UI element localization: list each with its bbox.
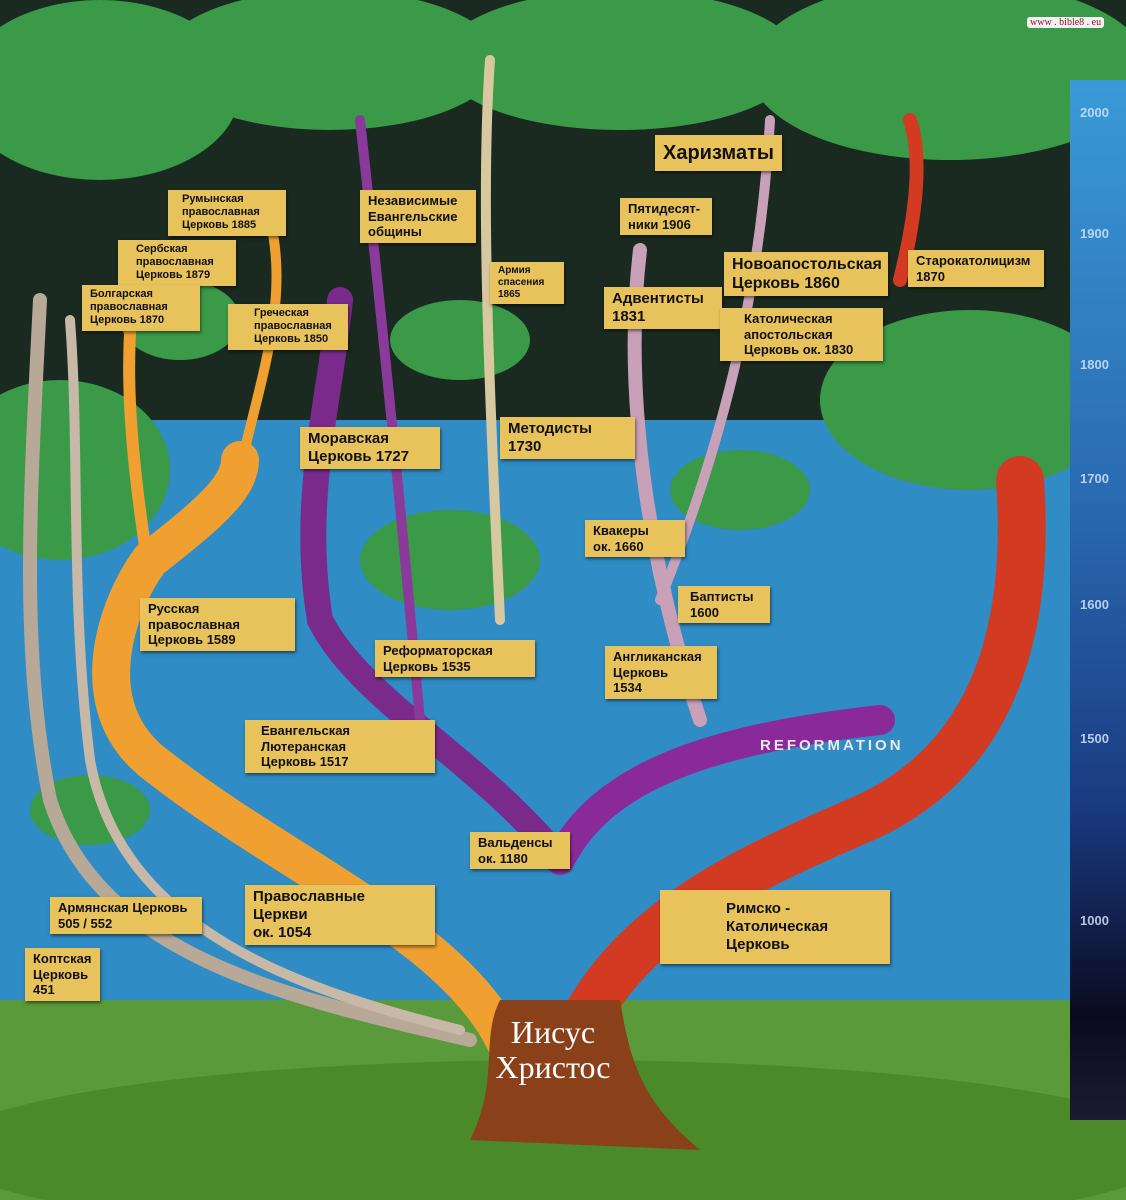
- label-methodists: Методисты 1730: [500, 417, 635, 459]
- year-1500: 1500: [1080, 731, 1109, 746]
- year-1700: 1700: [1080, 471, 1109, 486]
- label-romanian-orthodox: Румынская православная Церковь 1885: [168, 190, 286, 236]
- timeline-scale: [1070, 80, 1126, 1120]
- label-baptists: Баптисты 1600: [678, 586, 770, 624]
- label-adventists: Адвентисты 1831: [604, 287, 722, 329]
- label-greek-orthodox: Греческая православная Церковь 1850: [228, 304, 348, 350]
- label-orthodox-churches: Православные Церкви ок. 1054: [245, 885, 435, 945]
- year-1800: 1800: [1080, 357, 1109, 372]
- year-1900: 1900: [1080, 226, 1109, 241]
- label-armenian: Армянская Церковь 505 / 552: [50, 897, 202, 935]
- label-new-apostolic: Новоапостольская Церковь 1860: [724, 252, 888, 297]
- watermark: www . bible8 . eu: [1027, 17, 1105, 28]
- label-coptic: Коптская Церковь 451: [25, 948, 100, 1001]
- label-russian-orthodox: Русская православная Церковь 1589: [140, 598, 295, 651]
- label-catholic-apostolic: Католическая апостольская Церковь ок. 18…: [720, 308, 883, 361]
- label-pentecostals: Пятидесят- ники 1906: [620, 198, 712, 236]
- label-roman-catholic: Римско - Католическая Церковь: [660, 890, 890, 964]
- label-independent-evangelical: Независимые Евангельские общины: [360, 190, 476, 243]
- label-moravian: Моравская Церковь 1727: [300, 427, 440, 469]
- label-anglican: Англиканская Церковь 1534: [605, 646, 717, 699]
- label-lutheran: Евангельская Лютеранская Церковь 1517: [245, 720, 435, 773]
- label-quakers: Квакеры ок. 1660: [585, 520, 685, 558]
- root-label-jesus-christ: Иисус Христос: [495, 1014, 611, 1086]
- label-serbian-orthodox: Сербская православная Церковь 1879: [118, 240, 236, 286]
- label-bulgarian-orthodox: Болгарская православная Церковь 1870: [82, 285, 200, 331]
- year-1600: 1600: [1080, 597, 1109, 612]
- label-old-catholic: Старокатолицизм 1870: [908, 250, 1044, 288]
- label-reformed: Реформаторская Церковь 1535: [375, 640, 535, 678]
- label-salvation-army: Армия спасения 1865: [490, 262, 564, 304]
- label-charismatics: Харизматы: [655, 135, 782, 171]
- year-1000: 1000: [1080, 913, 1109, 928]
- label-waldensians: Вальденсы ок. 1180: [470, 832, 570, 870]
- year-2000: 2000: [1080, 105, 1109, 120]
- reformation-label: REFORMATION: [760, 737, 904, 754]
